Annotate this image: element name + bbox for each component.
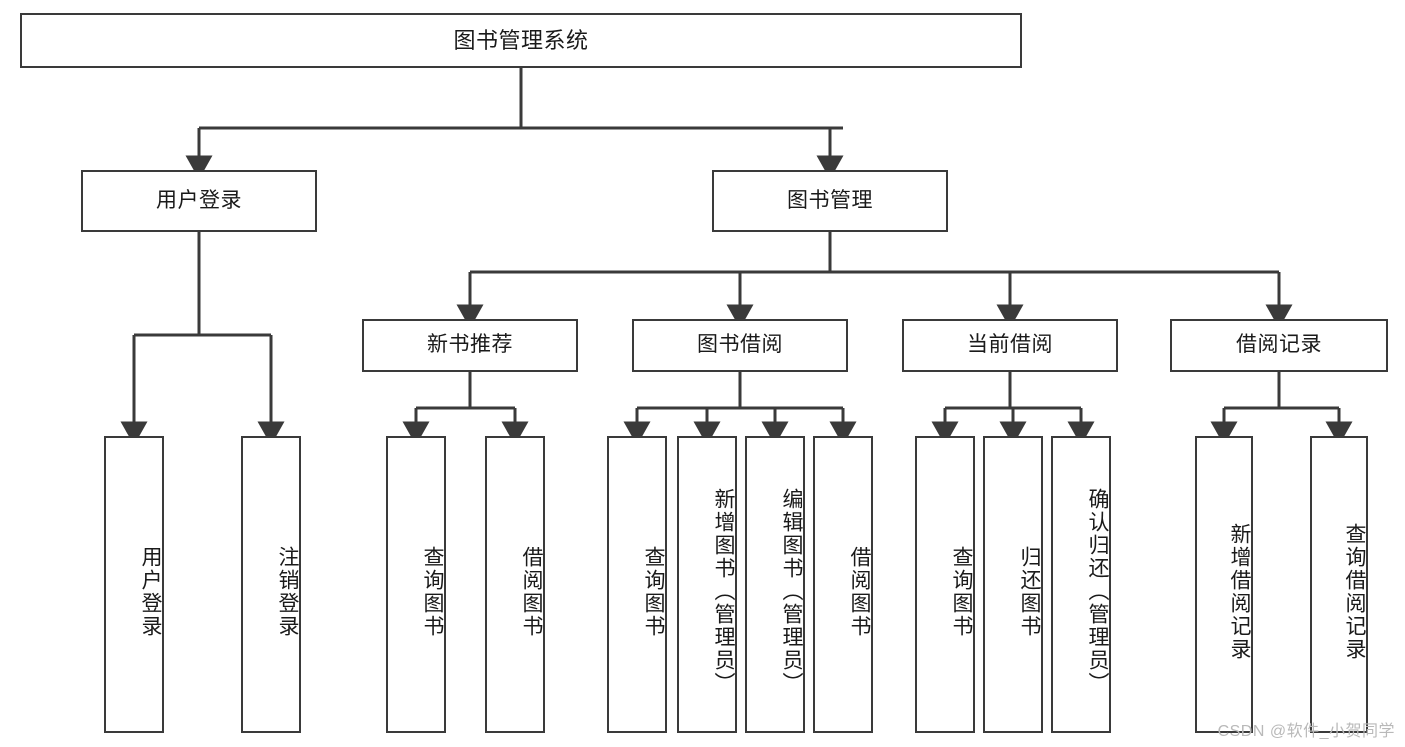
node-label: 图书借阅	[697, 333, 783, 357]
node-leaf-borrow-edit-book[interactable]: 编辑图书（管理员）	[745, 436, 805, 733]
node-label: 当前借阅	[967, 333, 1053, 357]
watermark: CSDN @软件_小贺同学	[1217, 723, 1395, 740]
node-label: 新增图书（管理员）	[712, 488, 735, 695]
node-leaf-user-login[interactable]: 用户登录	[104, 436, 164, 733]
node-new-book-recommend[interactable]: 新书推荐	[362, 319, 578, 372]
node-label: 用户登录	[156, 188, 242, 212]
node-user-login[interactable]: 用户登录	[81, 170, 317, 232]
node-leaf-borrow-query-book[interactable]: 查询图书	[607, 436, 667, 733]
node-label: 图书管理系统	[453, 27, 589, 53]
node-current-borrow[interactable]: 当前借阅	[902, 319, 1118, 372]
node-label: 借阅图书	[520, 545, 543, 638]
node-label: 查询借阅记录	[1343, 522, 1366, 661]
node-label: 确认归还（管理员）	[1086, 488, 1109, 695]
node-label: 新增借阅记录	[1228, 522, 1251, 661]
node-leaf-borrow-add-book[interactable]: 新增图书（管理员）	[677, 436, 737, 733]
node-leaf-recommend-query-book[interactable]: 查询图书	[386, 436, 446, 733]
node-book-management[interactable]: 图书管理	[712, 170, 948, 232]
node-label: 查询图书	[950, 545, 973, 638]
node-borrow-record[interactable]: 借阅记录	[1170, 319, 1388, 372]
node-leaf-recommend-borrow-book[interactable]: 借阅图书	[485, 436, 545, 733]
node-leaf-borrow-borrow-book[interactable]: 借阅图书	[813, 436, 873, 733]
node-label: 借阅图书	[848, 545, 871, 638]
node-leaf-record-add[interactable]: 新增借阅记录	[1195, 436, 1253, 733]
node-leaf-user-logout[interactable]: 注销登录	[241, 436, 301, 733]
node-label: 查询图书	[421, 545, 444, 638]
node-book-borrow[interactable]: 图书借阅	[632, 319, 848, 372]
node-leaf-current-confirm-return[interactable]: 确认归还（管理员）	[1051, 436, 1111, 733]
node-leaf-current-query-book[interactable]: 查询图书	[915, 436, 975, 733]
node-label: 查询图书	[642, 545, 665, 638]
node-label: 借阅记录	[1236, 333, 1322, 357]
node-label: 图书管理	[787, 188, 873, 212]
node-label: 编辑图书（管理员）	[780, 488, 803, 695]
node-label: 注销登录	[276, 545, 299, 638]
node-root-system[interactable]: 图书管理系统	[20, 13, 1022, 68]
node-leaf-record-query[interactable]: 查询借阅记录	[1310, 436, 1368, 733]
node-label: 新书推荐	[427, 333, 513, 357]
node-label: 用户登录	[139, 545, 162, 638]
node-label: 归还图书	[1018, 545, 1041, 638]
node-leaf-current-return-book[interactable]: 归还图书	[983, 436, 1043, 733]
